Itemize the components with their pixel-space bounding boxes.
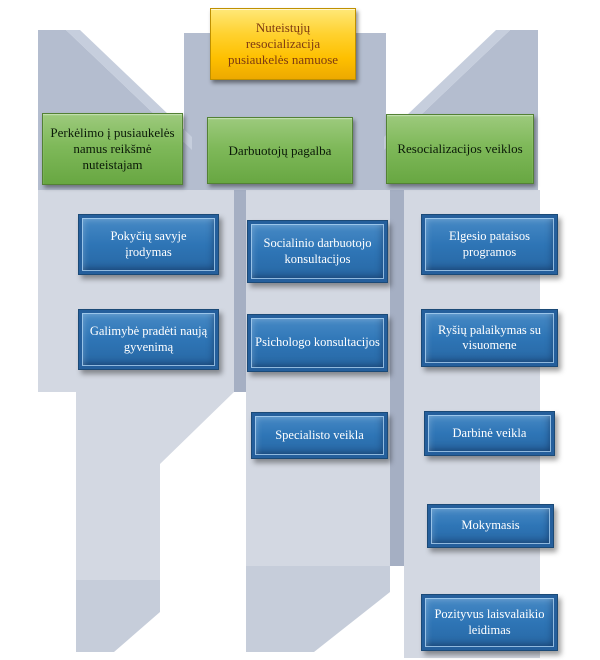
item-label: Ryšių palaikymas su visuomene: [438, 322, 541, 352]
item-box-col2-3: Specialisto veikla: [251, 412, 388, 459]
column3-header-box: Resocializacijos veiklos: [386, 114, 534, 184]
item-box-col3-4: Mokymasis: [427, 504, 554, 548]
item-label: Psichologo konsultacijos: [255, 335, 380, 350]
item-label: Pozityvus laisvalaikio leidimas: [434, 607, 545, 637]
column2-band-shape: [246, 190, 390, 566]
item-label: Elgesio pataisos programos: [449, 229, 530, 259]
column1-tail-shape: [76, 580, 160, 652]
column3-header-label: Resocializacijos veiklos: [397, 141, 523, 157]
item-label: Mokymasis: [461, 518, 520, 533]
item-box-col1-1: Pokyčių savyje įrodymas: [78, 214, 219, 275]
column2-header-box: Darbuotojų pagalba: [207, 117, 353, 184]
column1-band-shape: [38, 190, 234, 580]
item-label: Darbinė veikla: [452, 425, 527, 440]
diagram-title-label: Nuteistųjų resocializacija pusiaukelės n…: [227, 20, 339, 67]
diagram-title-box: Nuteistųjų resocializacija pusiaukelės n…: [210, 8, 356, 80]
item-label: Galimybė pradėti naują gyvenimą: [89, 324, 208, 354]
column1-header-box: Perkėlimo į pusiaukelės namus reikšmė nu…: [42, 113, 183, 185]
item-box-col3-1: Elgesio pataisos programos: [421, 214, 558, 275]
item-box-col3-3: Darbinė veikla: [424, 411, 555, 456]
item-label: Specialisto veikla: [275, 427, 364, 442]
column2-tail-shape: [246, 566, 390, 652]
item-box-col3-5: Pozityvus laisvalaikio leidimas: [421, 594, 558, 651]
column1-edge-shadow: [234, 190, 246, 392]
column1-header-label: Perkėlimo į pusiaukelės namus reikšmė nu…: [50, 125, 175, 172]
column2-header-label: Darbuotojų pagalba: [228, 142, 332, 158]
item-box-col2-1: Socialinio darbuotojo konsultacijos: [247, 220, 388, 283]
column2-edge-shadow: [390, 190, 404, 566]
item-label: Pokyčių savyje įrodymas: [110, 229, 187, 259]
item-box-col2-2: Psichologo konsultacijos: [247, 314, 388, 372]
item-box-col1-2: Galimybė pradėti naują gyvenimą: [78, 309, 219, 370]
item-box-col3-2: Ryšių palaikymas su visuomene: [421, 309, 558, 367]
item-label: Socialinio darbuotojo konsultacijos: [263, 236, 372, 266]
